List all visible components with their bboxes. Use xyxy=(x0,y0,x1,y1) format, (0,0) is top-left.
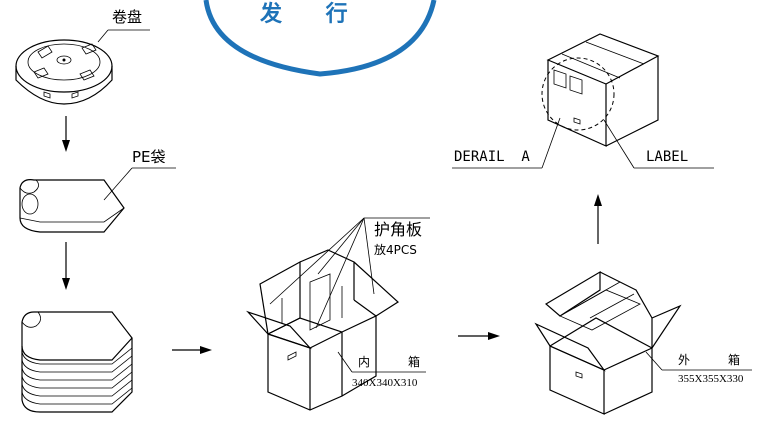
detail-label: DERAIL A xyxy=(454,149,530,165)
outer-box-label-left: 外 xyxy=(678,353,691,367)
arrow-down-1 xyxy=(62,116,70,152)
outer-box-drawing xyxy=(534,270,752,415)
arrow-up xyxy=(594,194,602,244)
inner-box-dims: 340X340X310 xyxy=(352,377,418,389)
stamp-text: 发 行 xyxy=(260,2,366,27)
bag-stack-drawing xyxy=(21,311,133,413)
stamp-seal xyxy=(203,0,437,77)
pe-bag-label: PE袋 xyxy=(132,148,166,166)
label-callout: LABEL xyxy=(646,149,689,165)
arrow-right-2 xyxy=(458,332,500,340)
reel-label: 卷盘 xyxy=(112,8,143,26)
corner-board-label: 护角板 xyxy=(374,220,423,239)
reel-drawing xyxy=(15,29,150,105)
labeled-box-drawing xyxy=(452,33,714,169)
pe-bag-drawing xyxy=(19,167,176,233)
arrow-right-1 xyxy=(172,346,212,354)
inner-box-drawing xyxy=(246,217,430,411)
inner-box-label-left: 内 xyxy=(358,355,371,369)
outer-box-label-right: 箱 xyxy=(728,353,741,367)
corner-board-sublabel: 放4PCS xyxy=(374,243,417,257)
inner-box-label-right: 箱 xyxy=(408,355,421,369)
outer-box-dims: 355X355X330 xyxy=(678,373,744,385)
arrow-down-2 xyxy=(62,242,70,290)
